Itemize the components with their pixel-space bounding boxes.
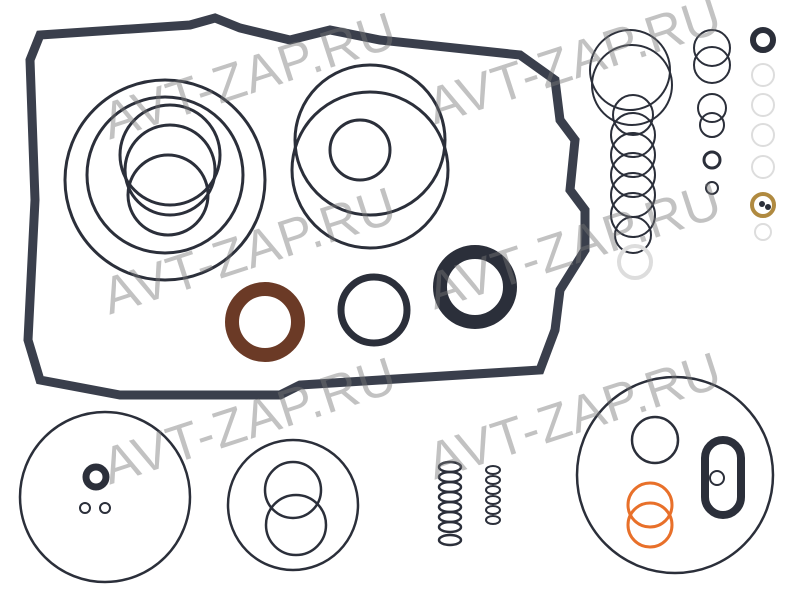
o-ring	[693, 29, 731, 67]
shaft-seal	[337, 273, 411, 347]
o-ring	[264, 493, 328, 557]
white-ring	[751, 123, 775, 147]
large-o-ring	[575, 375, 775, 575]
o-ring	[610, 132, 656, 178]
brown-shaft-seal	[225, 282, 305, 362]
white-ring	[754, 223, 772, 241]
o-ring	[123, 123, 217, 217]
o-ring	[699, 112, 725, 138]
small-ring-stack	[485, 465, 501, 525]
orange-ring	[626, 501, 674, 549]
brass-seal	[750, 192, 776, 218]
o-ring	[226, 438, 360, 572]
o-ring	[328, 118, 392, 182]
oval-gasket	[701, 436, 745, 519]
shaft-seal	[433, 245, 517, 329]
o-ring	[591, 44, 673, 126]
pan-gasket	[23, 13, 590, 400]
large-o-ring	[18, 410, 192, 584]
small-ring-stack	[437, 460, 463, 547]
o-ring	[85, 95, 245, 255]
o-ring	[118, 103, 222, 207]
white-ring	[617, 244, 653, 280]
o-ring	[705, 181, 719, 195]
seal-small	[82, 463, 110, 491]
o-ring	[79, 502, 91, 514]
o-ring	[99, 502, 111, 514]
o-ring	[293, 63, 447, 217]
white-ring	[751, 63, 775, 87]
o-ring	[290, 90, 450, 250]
seal-small	[750, 27, 776, 53]
o-ring	[610, 152, 656, 198]
o-ring	[693, 46, 731, 84]
o-ring	[610, 112, 656, 158]
o-ring	[63, 78, 267, 282]
o-ring	[610, 192, 656, 238]
o-ring	[263, 460, 323, 520]
white-ring	[751, 155, 775, 179]
o-ring	[702, 150, 722, 170]
o-ring	[126, 153, 210, 237]
o-ring	[612, 94, 654, 136]
orange-ring	[626, 481, 674, 529]
white-ring	[751, 93, 775, 117]
o-ring	[697, 93, 727, 123]
o-ring	[614, 216, 652, 254]
o-ring	[630, 415, 680, 465]
